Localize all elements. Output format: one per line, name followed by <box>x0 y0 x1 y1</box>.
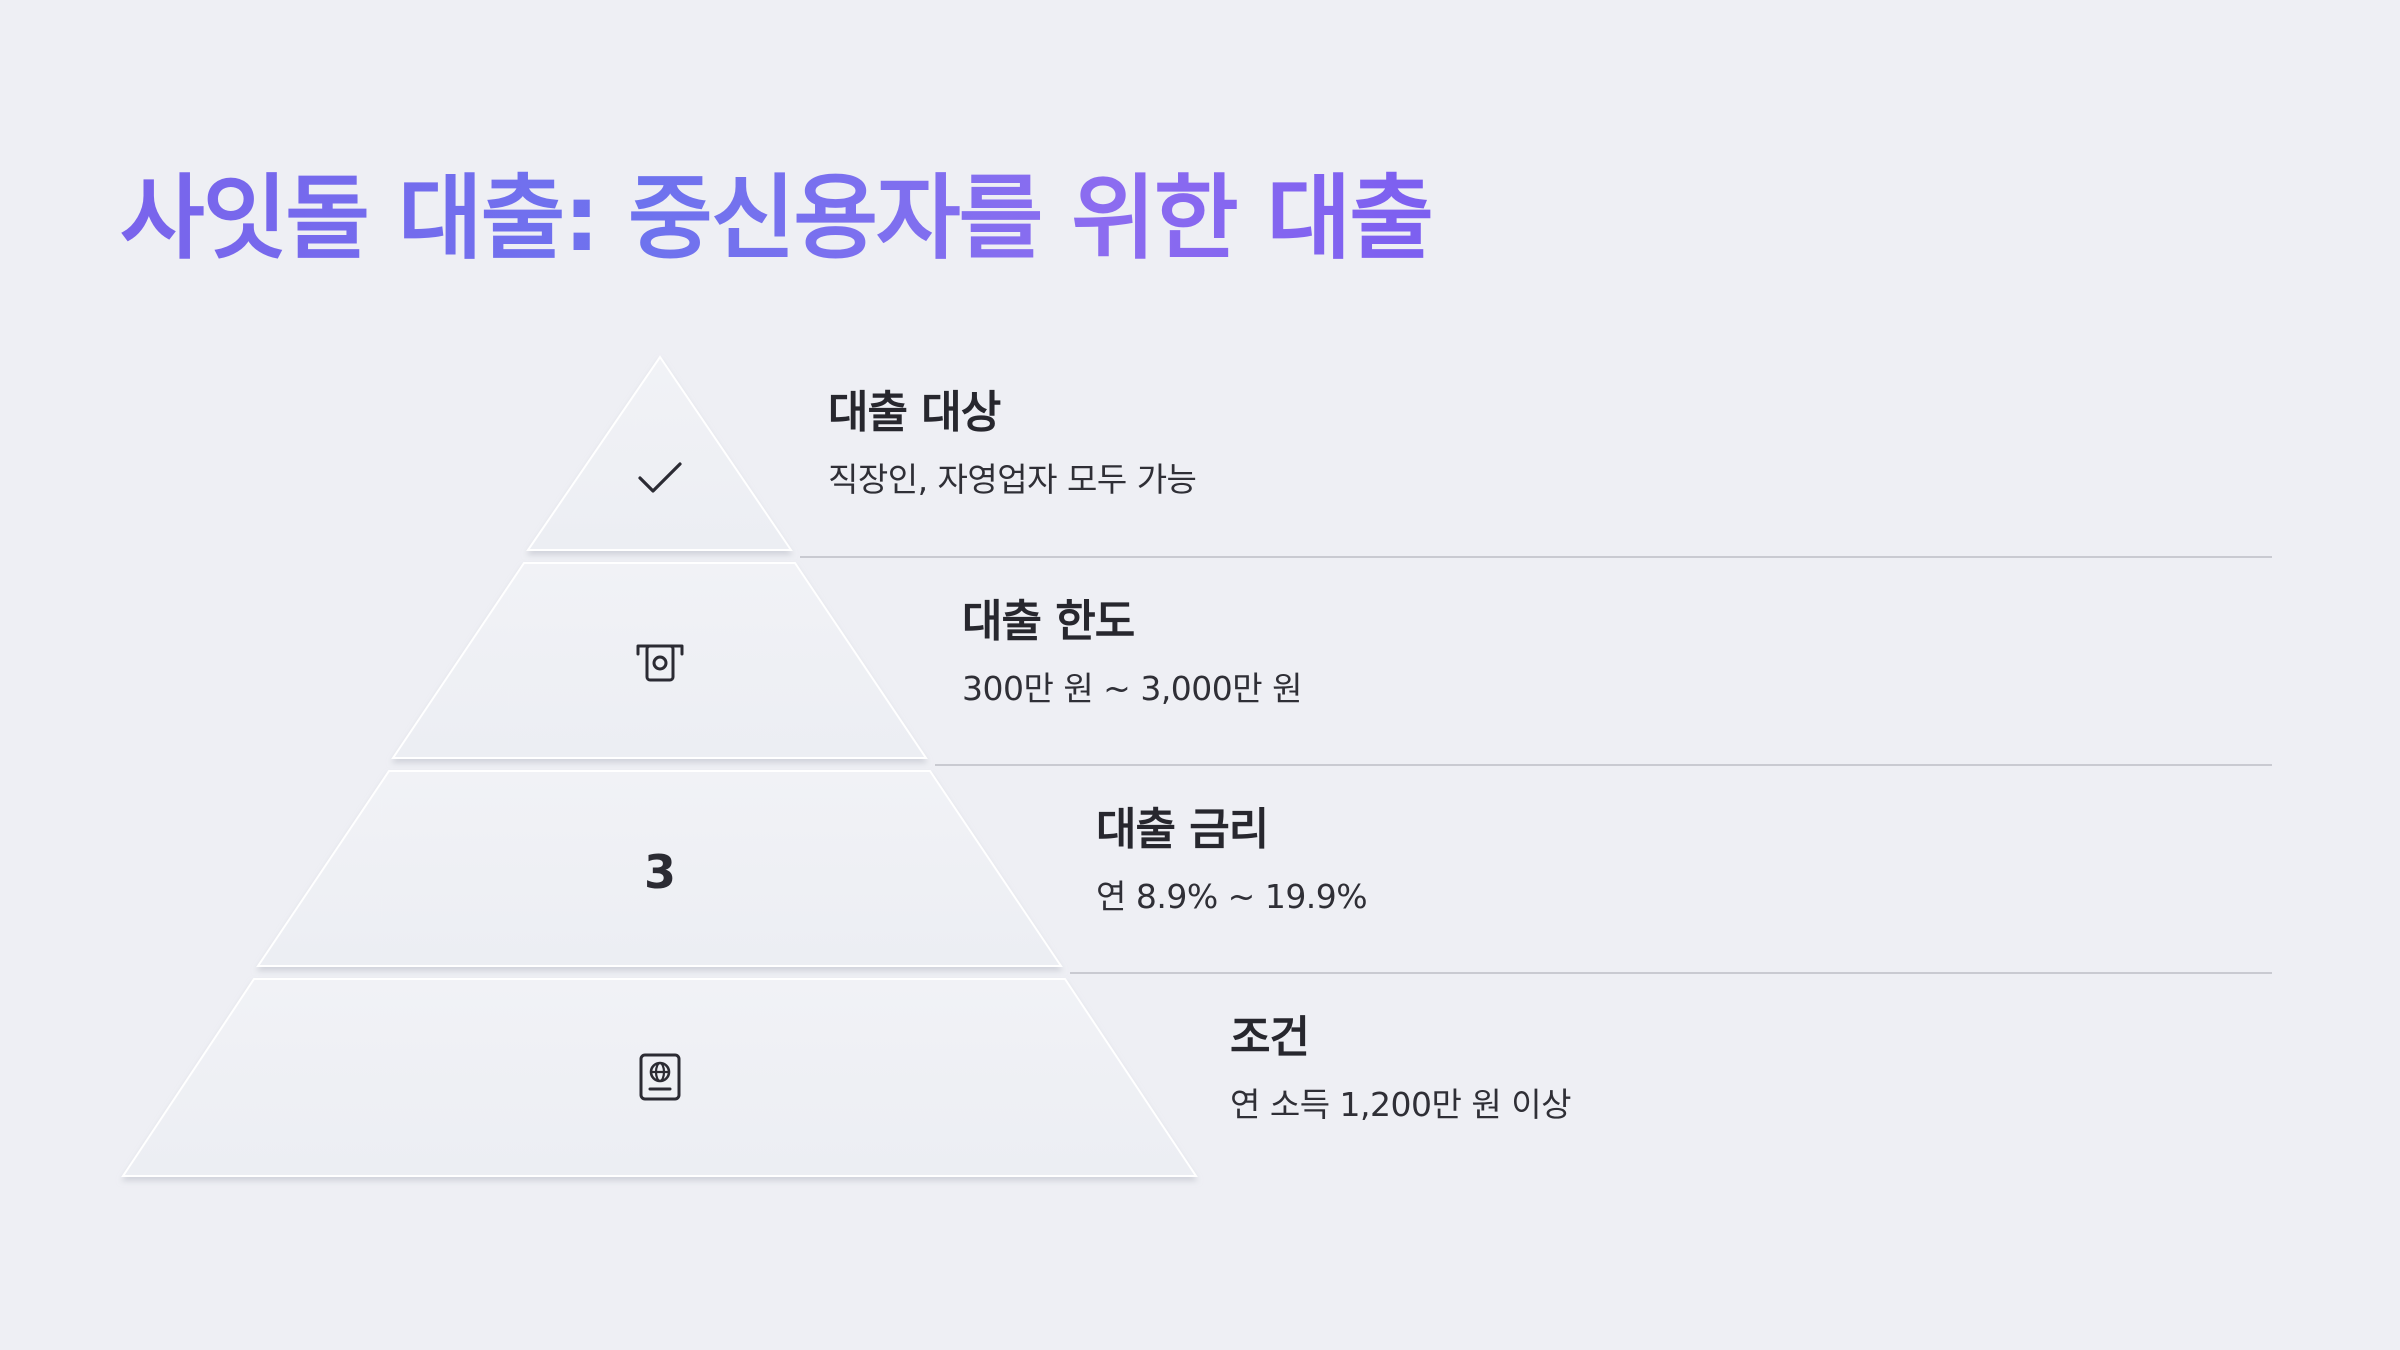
tier-heading: 대출 대상 <box>828 387 1001 438</box>
pyramid-tier-3 <box>256 770 1063 967</box>
checkmark-icon <box>638 462 682 493</box>
tier-heading: 대출 한도 <box>962 596 1135 647</box>
tier-description: 직장인, 자영업자 모두 가능 <box>828 460 1197 499</box>
tier-description: 300만 원 ~ 3,000만 원 <box>962 669 1303 708</box>
tier-description: 연 8.9% ~ 19.9% <box>1096 877 1368 916</box>
divider <box>1070 972 2272 974</box>
cash-icon <box>636 644 684 682</box>
divider <box>935 764 2272 766</box>
divider <box>800 556 2272 558</box>
pyramid-tier-1 <box>526 355 793 551</box>
tier-4-text: 조건 연 소득 1,200만 원 이상 <box>1230 1008 1571 1128</box>
tier-2-text: 대출 한도 300만 원 ~ 3,000만 원 <box>962 592 1303 712</box>
tier-description: 연 소득 1,200만 원 이상 <box>1230 1085 1571 1124</box>
tier-number: 3 <box>643 845 676 899</box>
tier-1-text: 대출 대상 직장인, 자영업자 모두 가능 <box>828 383 1197 503</box>
slide-title: 사잇돌 대출: 중신용자를 위한 대출 <box>120 165 1434 272</box>
pyramid-tier-4 <box>121 978 1198 1177</box>
tier-3-text: 대출 금리 연 8.9% ~ 19.9% <box>1096 800 1368 920</box>
tier-heading: 조건 <box>1230 1012 1310 1063</box>
tier-heading: 대출 금리 <box>1096 804 1269 855</box>
passport-icon <box>639 1053 681 1101</box>
pyramid-tier-2 <box>391 562 928 759</box>
